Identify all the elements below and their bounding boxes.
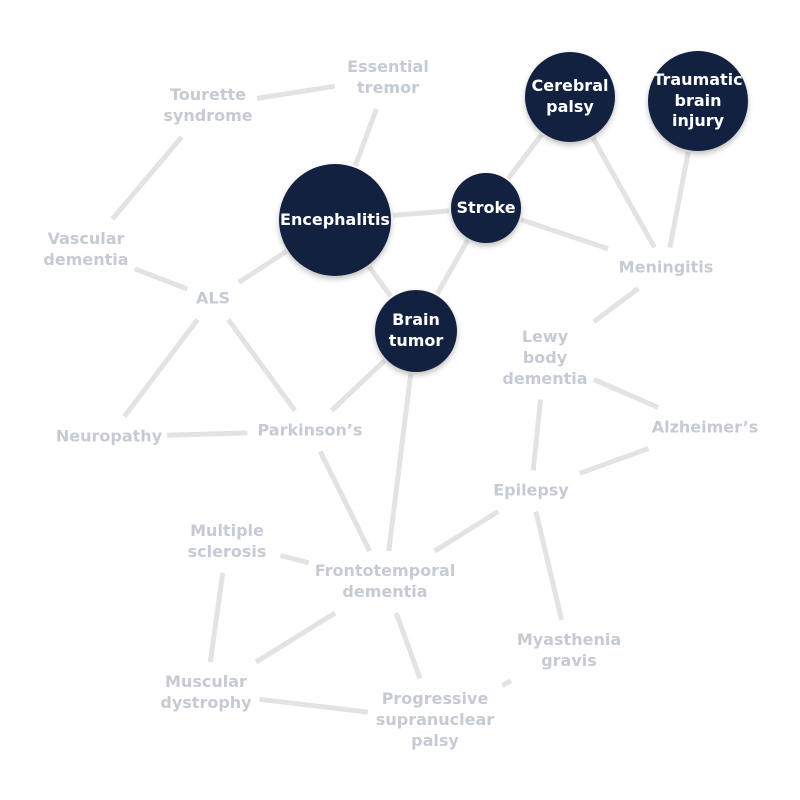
node-label: Frontotemporal dementia [314,561,456,601]
edge-stroke-cerebral_palsy [506,132,544,181]
edge-stroke-brain_tumor [435,238,470,295]
edge-encephalitis-stroke [392,208,450,218]
node-label: Muscular dystrophy [160,672,252,712]
node-multiple-sclerosis: Multiple sclerosis [188,521,267,563]
edge-neuropathy-parkinsons [166,430,248,438]
node-epilepsy: Epilepsy [493,481,569,502]
edge-multiple_sclerosis-frontotemporal [279,553,310,566]
node-myasthenia: Myasthenia gravis [517,630,621,672]
edge-multiple_sclerosis-muscular_dystrophy [207,572,226,663]
edge-frontotemporal-muscular_dystrophy [254,610,337,665]
edge-frontotemporal-psp [393,612,423,680]
node-label: Encephalitis [280,209,390,229]
edge-psp-myasthenia [501,678,513,688]
node-muscular-dystrophy: Muscular dystrophy [160,672,251,714]
node-essential-tremor: Essential tremor [347,57,429,99]
edge-epilepsy-myasthenia [533,510,565,621]
edge-essential_tremor-encephalitis [352,108,379,167]
node-label: Stroke [456,197,516,217]
edge-als-parkinsons [226,318,297,412]
node-label: Cerebral palsy [531,76,609,116]
node-label: Parkinson’s [257,420,363,440]
edge-muscular_dystrophy-psp [259,696,369,715]
edge-brain_tumor-frontotemporal [386,373,414,552]
node-label: Essential tremor [347,57,429,97]
edge-lewy_body-epilepsy [530,399,544,471]
node-label: Traumatic brain injury [653,69,743,131]
edge-encephalitis-als [237,249,288,285]
node-label: Neuropathy [55,426,163,446]
edge-parkinsons-brain_tumor [329,358,387,413]
node-label: Myasthenia gravis [516,630,622,670]
node-tourette: Tourette syndrome [163,85,252,127]
node-label: Tourette syndrome [163,85,253,125]
edge-alzheimers-epilepsy [578,446,650,476]
node-stroke: Stroke [451,173,521,243]
node-label: ALS [195,288,231,308]
node-label: Lewy body dementia [502,326,588,388]
node-label: Progressive supranuclear palsy [375,688,495,750]
edge-parkinsons-frontotemporal [317,450,372,553]
node-encephalitis: Encephalitis [279,164,391,276]
node-label: Multiple sclerosis [187,521,267,561]
node-neuropathy: Neuropathy [56,427,162,448]
edge-epilepsy-frontotemporal [433,509,500,554]
node-cerebral-palsy: Cerebral palsy [525,52,615,142]
edge-vascular_dementia-als [133,266,189,292]
node-brain-tumor: Brain tumor [375,290,457,372]
node-lewy-body: Lewy body dementia [502,327,587,389]
node-parkinsons: Parkinson’s [257,421,362,442]
node-als: ALS [196,289,230,310]
edge-tourette-vascular_dementia [110,135,184,221]
edge-lewy_body-alzheimers [592,377,660,410]
edge-cerebral_palsy-meningitis [590,136,657,249]
edge-als-neuropathy [122,317,200,419]
edge-stroke-meningitis [520,217,609,252]
node-tbi: Traumatic brain injury [648,51,748,151]
node-label: Alzheimer’s [651,417,759,437]
edge-tourette-essential_tremor [256,83,335,101]
node-label: Vascular dementia [43,229,129,269]
node-label: Epilepsy [493,480,569,500]
node-label: Brain tumor [388,310,444,350]
node-meningitis: Meningitis [619,258,714,279]
edge-meningitis-lewy_body [592,286,640,324]
node-alzheimers: Alzheimer’s [652,418,759,439]
edge-encephalitis-brain_tumor [367,265,393,298]
node-vascular-dementia: Vascular dementia [43,229,128,271]
edge-tbi-meningitis [667,151,691,248]
node-frontotemporal: Frontotemporal dementia [315,561,456,603]
node-psp: Progressive supranuclear palsy [376,689,494,751]
node-label: Meningitis [618,257,714,277]
